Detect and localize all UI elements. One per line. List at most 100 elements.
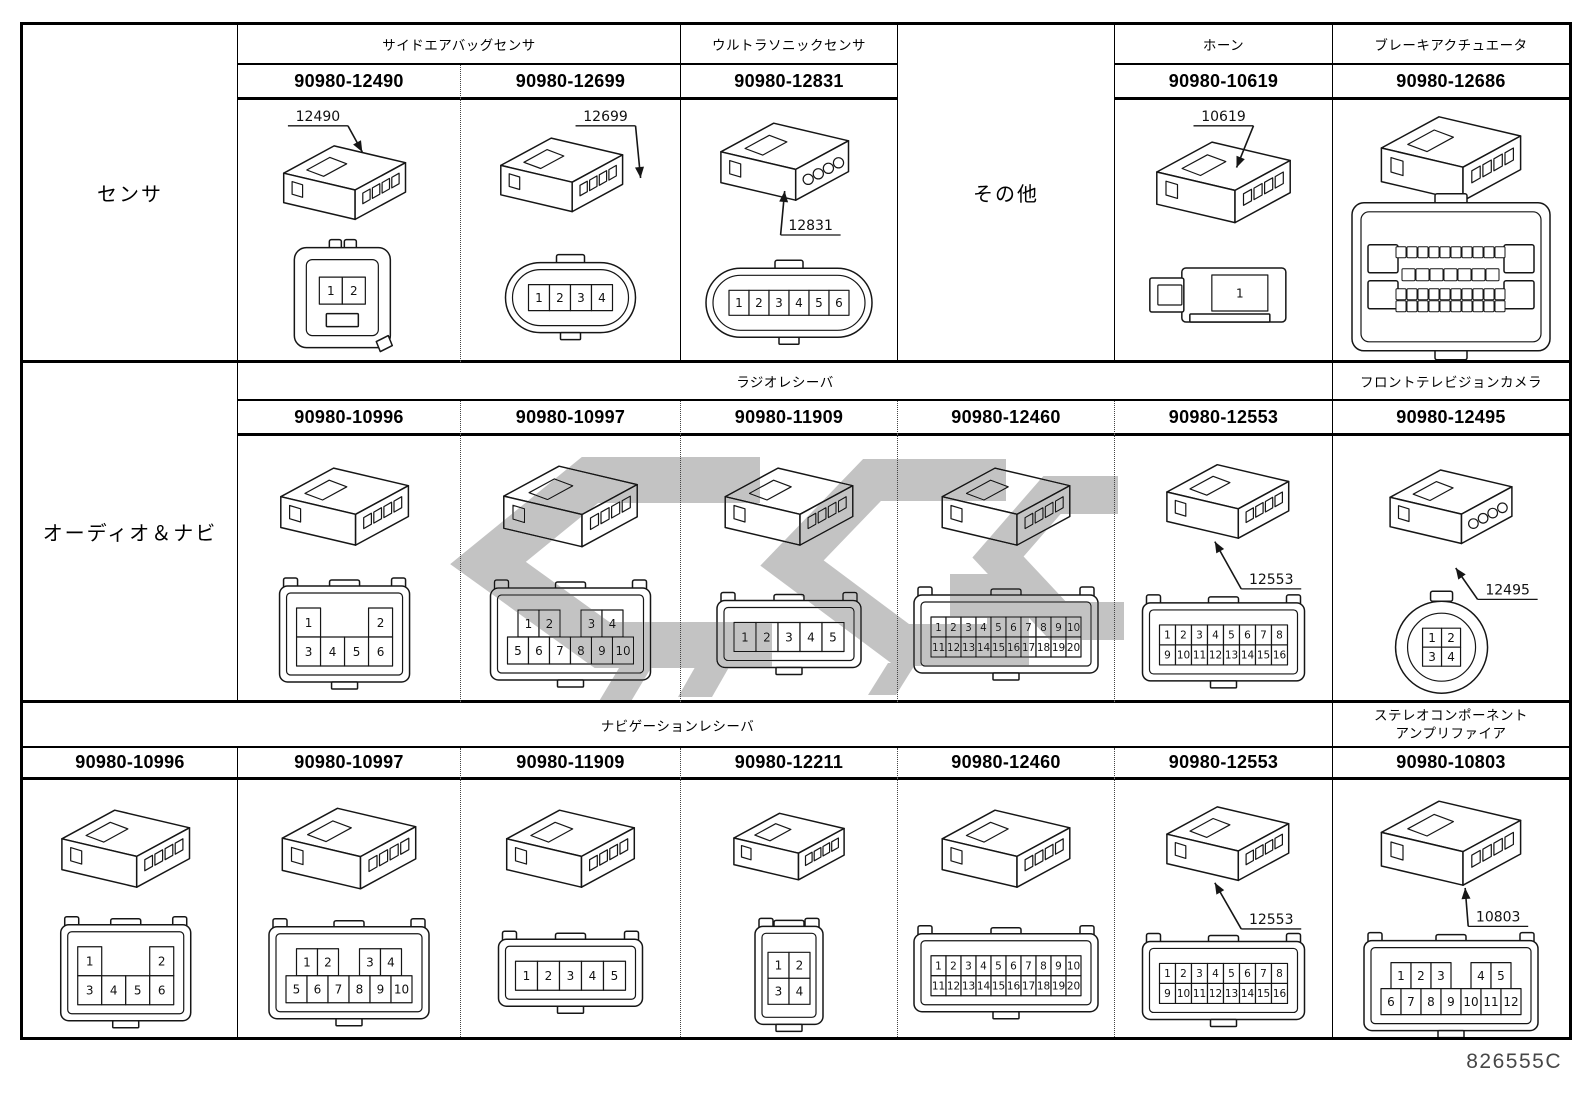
svg-text:4: 4 xyxy=(110,984,118,998)
connector-cell-r1c6 xyxy=(1333,100,1569,363)
svg-text:1: 1 xyxy=(1164,630,1171,642)
svg-text:4: 4 xyxy=(795,296,803,310)
svg-text:5: 5 xyxy=(293,983,301,997)
svg-text:7: 7 xyxy=(1025,961,1032,973)
svg-text:1: 1 xyxy=(935,961,942,973)
svg-text:5: 5 xyxy=(134,984,142,998)
svg-text:9: 9 xyxy=(1055,622,1062,634)
svg-text:9: 9 xyxy=(377,983,385,997)
svg-text:1: 1 xyxy=(327,284,335,298)
stereo-label-line1: ステレオコンポーネント xyxy=(1374,707,1528,723)
part-number: 90980-11909 xyxy=(681,401,898,436)
svg-text:9: 9 xyxy=(598,644,606,658)
svg-text:2: 2 xyxy=(1417,969,1425,983)
svg-text:2: 2 xyxy=(556,291,564,305)
svg-text:20: 20 xyxy=(1067,981,1080,993)
svg-text:7: 7 xyxy=(335,983,343,997)
svg-text:2: 2 xyxy=(1180,630,1187,642)
svg-text:1: 1 xyxy=(525,617,533,631)
svg-text:3: 3 xyxy=(577,291,585,305)
svg-text:18: 18 xyxy=(1037,981,1050,993)
svg-text:4: 4 xyxy=(609,617,617,631)
svg-text:10: 10 xyxy=(1067,961,1080,973)
svg-text:12: 12 xyxy=(1503,995,1518,1009)
svg-text:10: 10 xyxy=(394,983,409,997)
svg-text:5: 5 xyxy=(611,969,619,983)
svg-text:6: 6 xyxy=(314,983,322,997)
svg-text:3: 3 xyxy=(775,985,783,999)
svg-text:4: 4 xyxy=(329,645,337,659)
svg-text:13: 13 xyxy=(1225,988,1238,1000)
svg-text:8: 8 xyxy=(1040,961,1047,973)
svg-text:5: 5 xyxy=(829,630,837,644)
svg-text:14: 14 xyxy=(1241,650,1255,662)
svg-text:15: 15 xyxy=(992,981,1005,993)
svg-text:10619: 10619 xyxy=(1201,109,1246,125)
svg-text:1: 1 xyxy=(303,956,311,970)
part-number: 90980-12211 xyxy=(681,748,898,780)
svg-text:8: 8 xyxy=(577,644,585,658)
svg-text:1: 1 xyxy=(305,616,313,630)
svg-text:4: 4 xyxy=(1212,968,1219,980)
svg-text:7: 7 xyxy=(1260,630,1267,642)
svg-text:12699: 12699 xyxy=(583,109,628,125)
part-number: 90980-10803 xyxy=(1333,748,1569,780)
svg-text:7: 7 xyxy=(1407,995,1415,1009)
svg-text:2: 2 xyxy=(950,961,957,973)
svg-text:4: 4 xyxy=(980,961,987,973)
svg-text:15: 15 xyxy=(1257,988,1270,1000)
svg-text:14: 14 xyxy=(977,642,991,654)
svg-text:6: 6 xyxy=(1387,995,1395,1009)
svg-text:6: 6 xyxy=(1244,968,1251,980)
svg-text:1: 1 xyxy=(535,291,543,305)
svg-text:5: 5 xyxy=(995,622,1002,634)
svg-text:2: 2 xyxy=(324,956,332,970)
svg-text:16: 16 xyxy=(1007,642,1021,654)
part-number: 90980-12460 xyxy=(898,748,1115,780)
svg-text:3: 3 xyxy=(86,984,94,998)
svg-text:10: 10 xyxy=(1177,650,1190,662)
group-label-side-airbag-sensor: サイドエアバッグセンサ xyxy=(238,25,681,65)
svg-text:9: 9 xyxy=(1164,650,1171,662)
svg-text:2: 2 xyxy=(350,284,358,298)
svg-text:6: 6 xyxy=(1010,961,1017,973)
svg-text:14: 14 xyxy=(977,981,991,993)
svg-text:11: 11 xyxy=(1193,650,1206,662)
svg-text:12553: 12553 xyxy=(1249,912,1294,928)
svg-text:4: 4 xyxy=(598,291,606,305)
svg-text:12495: 12495 xyxy=(1485,582,1530,598)
svg-text:3: 3 xyxy=(366,956,374,970)
svg-text:6: 6 xyxy=(1010,622,1017,634)
svg-text:13: 13 xyxy=(962,642,975,654)
connector-table: センサ サイドエアバッグセンサ ウルトラソニックセンサ その他 ホーン ブレーキ… xyxy=(20,22,1572,1040)
part-number: 90980-12490 xyxy=(238,65,461,100)
part-number: 90980-10619 xyxy=(1115,65,1333,100)
svg-text:10: 10 xyxy=(615,644,630,658)
svg-text:19: 19 xyxy=(1052,981,1065,993)
part-number: 90980-12553 xyxy=(1115,401,1333,436)
svg-text:5: 5 xyxy=(1228,968,1235,980)
group-label-stereo-component-amplifier: ステレオコンポーネント アンプリファイア xyxy=(1333,703,1569,748)
svg-text:12831: 12831 xyxy=(788,218,833,234)
svg-text:2: 2 xyxy=(950,622,957,634)
svg-text:6: 6 xyxy=(535,644,543,658)
svg-text:16: 16 xyxy=(1007,981,1021,993)
svg-text:18: 18 xyxy=(1037,642,1050,654)
svg-text:4: 4 xyxy=(1212,630,1219,642)
svg-text:8: 8 xyxy=(1276,968,1283,980)
svg-text:11: 11 xyxy=(1193,988,1206,1000)
svg-text:17: 17 xyxy=(1022,642,1035,654)
svg-text:10: 10 xyxy=(1067,622,1080,634)
svg-text:5: 5 xyxy=(815,296,823,310)
svg-text:1: 1 xyxy=(1164,968,1171,980)
